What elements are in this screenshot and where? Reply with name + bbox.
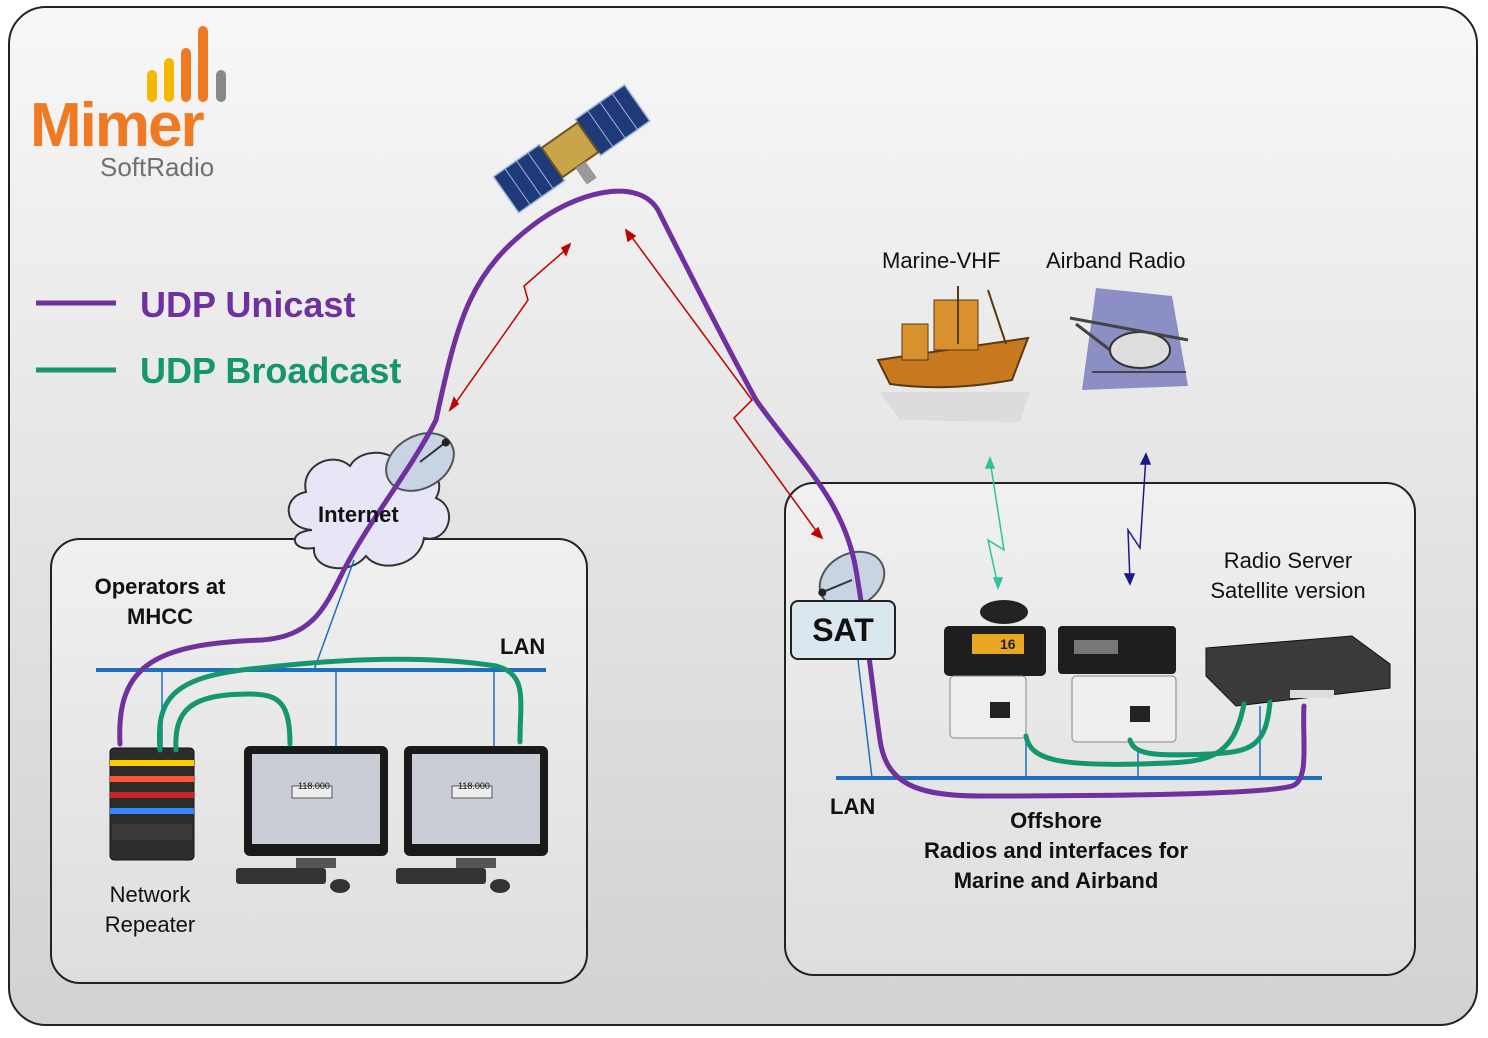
offshore-title-3: Marine and Airband [953, 868, 1159, 893]
radio-server-device [1205, 635, 1391, 707]
radio-server-label-2: Satellite version [1210, 578, 1366, 603]
offshore-title-1: Offshore [1010, 808, 1102, 833]
repeater-label-2: Repeater [104, 912, 196, 937]
mhcc-title-1: Operators at [94, 574, 226, 599]
marine-radio-device [944, 600, 1046, 739]
airband-radio-link [1123, 452, 1152, 586]
offshore-dish-icon [818, 550, 886, 610]
marine-channel-display: 16 [1000, 636, 1016, 652]
sat-label: SAT [790, 600, 896, 660]
marine-radio-link [984, 455, 1005, 591]
red-radio-links [448, 228, 824, 540]
ship-icon [876, 286, 1030, 422]
satellite-icon [492, 83, 651, 214]
logo-signal-icon [147, 26, 226, 102]
mhcc-title-2: MHCC [127, 604, 193, 629]
legend-broadcast-label: UDP Broadcast [140, 350, 402, 391]
radio-server-label-1: Radio Server [1223, 548, 1353, 573]
console-monitor-1 [236, 746, 388, 893]
console-monitor-2 [396, 746, 548, 893]
logo-wordmark: Mimer [30, 91, 205, 160]
server-tower-icon [109, 747, 195, 861]
internet-label: Internet [318, 502, 399, 527]
logo-subtitle: SoftRadio [100, 152, 215, 182]
marine-vhf-label: Marine-VHF [882, 248, 1001, 273]
mhcc-lan-label: LAN [500, 634, 546, 659]
offshore-lan-label: LAN [830, 794, 876, 819]
console-display-1: 118.000 [298, 781, 330, 791]
offshore-title-2: Radios and interfaces for [923, 838, 1189, 863]
airband-radio-device [1058, 626, 1177, 743]
udp-unicast-path [117, 188, 1307, 799]
helicopter-icon [1069, 288, 1189, 390]
repeater-label-1: Network [109, 882, 191, 907]
airband-radio-label: Airband Radio [1046, 248, 1186, 273]
legend-unicast-label: UDP Unicast [140, 284, 356, 325]
lan-drops [161, 559, 1261, 779]
console-display-2: 118.000 [458, 781, 490, 791]
udp-broadcast-paths [156, 656, 1273, 767]
